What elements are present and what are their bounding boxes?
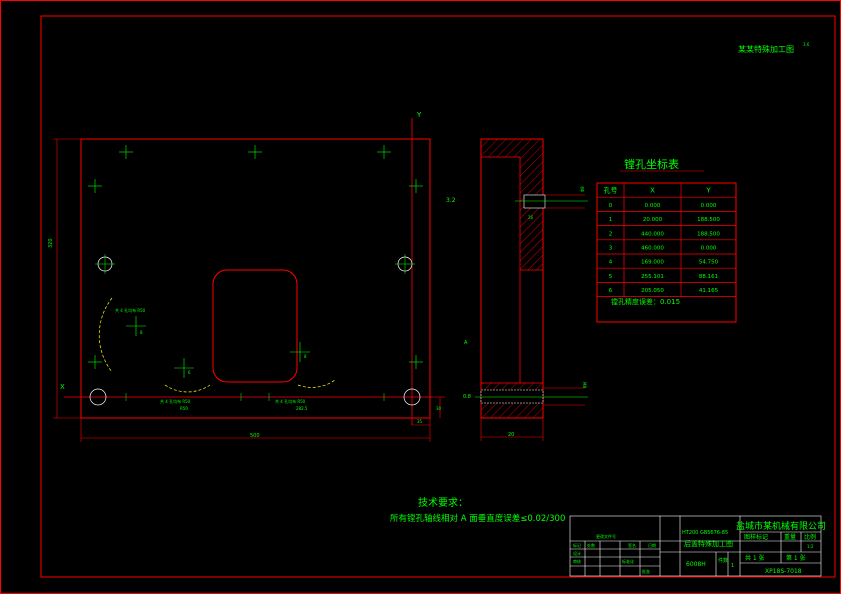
hole-table-title: 镗孔坐标表 — [624, 157, 679, 171]
label-weight: 重量 — [784, 533, 796, 541]
y-axis-label: Y — [416, 111, 422, 119]
slot-note-bottom-right: 共 4 孔均布 R50 — [275, 398, 306, 404]
small-note-8: 8 — [140, 330, 143, 335]
hole-table-cell: 440.000 — [641, 231, 664, 237]
hole-table-header-cell: X — [650, 187, 655, 195]
plate-outline — [80, 138, 431, 419]
hole-table-cell: 3 — [609, 245, 613, 251]
col-change: 更改文件号 — [596, 533, 616, 539]
hole-table-cell: 0.000 — [645, 203, 661, 209]
side-dim-lower-note: M8 — [582, 382, 587, 388]
col-mark: 标记 — [573, 542, 581, 548]
slot-note-bottom-left-value: R50 — [180, 406, 188, 411]
hole-table-cell: 88.161 — [699, 274, 718, 280]
hole-table-header-cell: 孔号 — [604, 187, 618, 195]
label-standard: 标准化 — [622, 558, 634, 564]
count-label: 件数 — [718, 557, 728, 564]
hole-table-frame — [596, 182, 737, 323]
title-block-text: 盐城市某机械有限公司 HT200 GB5676-85 后盖特殊加工图 图样标记 … — [573, 520, 826, 575]
hole-table-cell: 0.000 — [701, 245, 717, 251]
label-marks: 图样标记 — [744, 533, 768, 541]
hole-table-cell: 0.000 — [701, 203, 717, 209]
hole-table: 镗孔坐标表 孔号 X Y 0 0.000 0.000 1 20.000 188.500 2 440.… — [596, 157, 737, 323]
plate-window — [212, 269, 298, 383]
sheet-info-2: 第 1 张 — [786, 554, 806, 562]
hole-table-grid — [597, 183, 736, 297]
x-axis-label: X — [60, 383, 65, 391]
hole-table-cell: 0 — [609, 203, 613, 209]
top-right-note: 3.6 — [803, 42, 810, 47]
count-value: 1 — [731, 563, 734, 569]
bored-hole-centers — [95, 254, 415, 274]
dim-right-small-bottom: 30 — [436, 406, 442, 411]
tech-title: 技术要求： — [418, 496, 468, 509]
company-name: 盐城市某机械有限公司 — [736, 520, 826, 532]
top-right-title: 某某特殊加工图 — [738, 44, 794, 54]
hole-table-cell: 1 — [609, 217, 613, 223]
section-label: 3.2 — [446, 197, 456, 204]
hole-table-footer: 镗孔精度误差：0.015 — [611, 297, 680, 306]
small-note-6: 6 — [188, 370, 191, 375]
small-ticks — [125, 393, 385, 401]
hole-table-cell: 460.000 — [641, 245, 664, 251]
label-approve: 批准 — [642, 568, 650, 574]
label-design: 设计 — [573, 550, 581, 556]
label-scale: 比例 — [804, 533, 816, 541]
side-bore-lower — [480, 389, 544, 404]
side-bore-upper — [523, 194, 546, 209]
hole-table-cell: 41.165 — [699, 288, 719, 294]
dim-right-small-lower: 35 — [417, 419, 423, 424]
side-view: Φ8 26 M8 3.2 A 0.8 20 — [446, 138, 588, 441]
label-08: 0.8 — [463, 394, 471, 400]
title-block — [569, 515, 822, 577]
side-thickness: 20 — [508, 432, 514, 438]
front-view: Y X 320 500 30 35 — [48, 111, 445, 442]
hole-table-cells: 孔号 X Y 0 0.000 0.000 1 20.000 188.500 2 440.000 188… — [604, 187, 721, 294]
hole-table-cell: 54.750 — [699, 260, 719, 266]
col-count: 处数 — [587, 542, 595, 548]
hole-table-cell: 188.500 — [697, 231, 720, 237]
slot-note-left: 共 4 孔均布 R50 — [115, 307, 146, 313]
hole-table-cell: 20.000 — [643, 217, 663, 223]
tech-text: 所有镗孔轴线相对 A 面垂直度误差≤0.02/300 — [390, 513, 565, 524]
col-sign: 签名 — [628, 542, 636, 548]
slot-arcs — [98, 297, 336, 393]
hole-table-cell: 169.000 — [641, 260, 664, 266]
drawing-name: 后盖特殊加工图 — [684, 539, 733, 548]
hole-table-cell: 2 — [609, 231, 613, 237]
dim-bottom-width: 500 — [250, 433, 260, 439]
hole-table-header-cell: Y — [705, 187, 711, 195]
slot-note-bottom-right-value: 282.5 — [296, 406, 308, 411]
slot-note-bottom-left: 共 4 孔均布 R50 — [160, 398, 191, 404]
hole-table-cell: 6 — [609, 288, 613, 294]
part-code: 6008H — [686, 561, 706, 568]
hole-table-cell: 188.500 — [697, 217, 720, 223]
dim-left-height: 320 — [48, 238, 54, 248]
crosshair-holes — [88, 145, 423, 378]
drawing-number: XP18S-7018 — [765, 568, 802, 575]
small-note-b: 8 — [304, 354, 307, 359]
material-line: HT200 GB5676-85 — [682, 530, 728, 536]
side-dim-upper-note: Φ8 — [580, 186, 585, 192]
col-date: 日期 — [648, 542, 656, 548]
label-A: A — [464, 340, 468, 346]
scale-value: 1:2 — [807, 544, 814, 549]
sheet-info-1: 共 1 张 — [745, 554, 765, 562]
hole-table-cell: 205.050 — [641, 288, 664, 294]
label-check: 审核 — [573, 558, 581, 564]
side-dim-inner: 26 — [528, 215, 534, 220]
inner-frame — [40, 15, 836, 578]
hole-table-cell: 255.101 — [641, 274, 664, 280]
hole-table-cell: 4 — [609, 260, 613, 266]
hole-table-cell: 5 — [609, 274, 613, 280]
